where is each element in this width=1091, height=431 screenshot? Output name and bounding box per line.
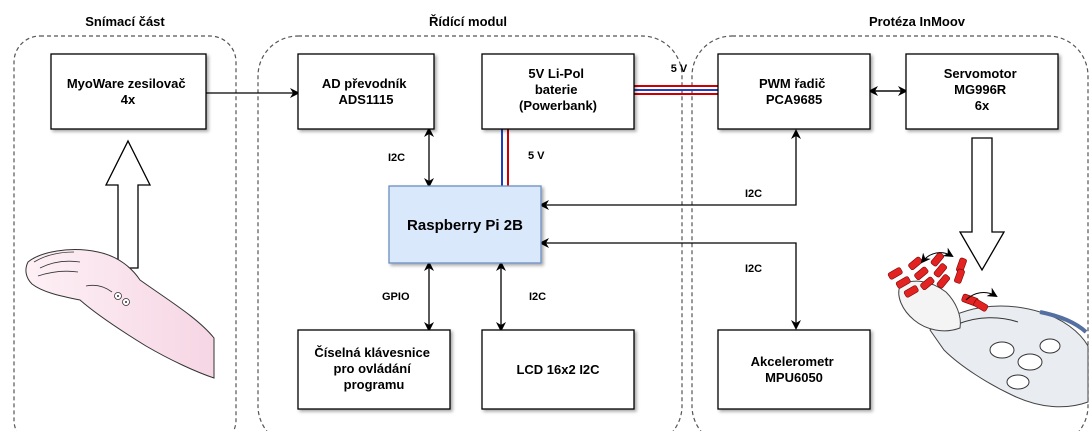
arrow-rpi-accel [539,238,801,330]
block-accel-line1: Akcelerometr [751,354,834,369]
svg-text:Akcelerometr MPU6050: Akcelerometr MPU6050 [751,354,838,385]
block-myoware: MyoWare zesilovač 4x [50,53,207,130]
hollow-arrow-down [958,137,1006,272]
label-i2c-pwm: I2C [745,188,762,200]
block-battery-line2: baterie [535,82,578,97]
block-accel-line2: MPU6050 [765,370,823,385]
svg-text:AD převodník ADS1115: AD převodník ADS1115 [322,76,410,107]
block-rpi: Raspberry Pi 2B [388,185,542,264]
section-title-prosthesis: Protéza InMoov [869,14,966,29]
svg-text:MyoWare zesilovač 4x: MyoWare zesilovač 4x [67,76,189,107]
block-keypad-line2: pro ovládání [334,361,412,376]
block-adc-line1: AD převodník [322,76,407,91]
label-gpio: GPIO [382,291,410,303]
block-rpi-label: Raspberry Pi 2B [407,217,523,234]
finger-icon [887,267,919,298]
finger-icon [908,256,935,291]
arrow-rpi-pwm [539,129,801,210]
block-keypad: Číselná klávesnice pro ovládání programu [297,329,451,410]
block-pwm-line1: PWM řadič [759,76,825,91]
section-sensing: Snímací část [13,14,237,431]
label-i2c-adc: I2C [388,152,405,164]
block-battery-line1: 5V Li-Pol [528,66,584,81]
svg-text:Servomotor MG996R: Servomotor MG996R 6x [944,66,1021,113]
block-servo-line3: 6x [975,98,990,113]
arm-illustration [25,249,215,379]
prosthetic-hand-illustration [887,247,1089,408]
block-battery-line3: (Powerbank) [519,98,597,113]
block-keypad-line3: programu [344,377,405,392]
svg-text:PWM řadič PCA9685: PWM řadič PCA9685 [759,76,829,107]
power-line-battery-rpi [501,129,509,186]
block-adc-line2: ADS1115 [339,92,394,107]
section-title-control: Řídící modul [429,14,507,29]
label-5v-rpi: 5 V [528,150,545,162]
block-myoware-line1: MyoWare zesilovač [67,76,186,91]
block-servo-line1: Servomotor [944,66,1017,81]
finger-icon [954,257,967,284]
block-servo: Servomotor MG996R 6x [905,53,1059,130]
thumb-icon [961,293,989,312]
power-line-battery-pwm [634,85,718,95]
svg-text:Číselná klávesnice pro o: Číselná klávesnice pro ovládání programu [314,345,433,392]
motion-arrow-icon [965,287,998,301]
block-adc: AD převodník ADS1115 [297,53,435,130]
label-i2c-accel: I2C [745,263,762,275]
hollow-arrow-up [104,139,152,269]
block-battery: 5V Li-Pol baterie (Powerbank) [481,53,635,130]
block-lcd-label: LCD 16x2 I2C [516,362,600,377]
block-pwm-line2: PCA9685 [766,92,822,107]
electrode-icon [122,298,130,306]
motion-arrow-icon [920,247,954,264]
block-accel: Akcelerometr MPU6050 [717,329,871,410]
block-lcd: LCD 16x2 I2C [481,329,635,410]
section-control: Řídící modul [257,14,683,431]
svg-text:5V Li-Pol baterie: 5V Li-Pol baterie (Powerbank) [519,66,597,113]
section-title-sensing: Snímací část [85,14,165,29]
label-i2c-lcd: I2C [529,291,546,303]
label-5v-pwm: 5 V [671,63,688,75]
block-pwm: PWM řadič PCA9685 [717,53,871,130]
section-prosthesis: Protéza InMoov [691,14,1089,431]
block-servo-line2: MG996R [954,82,1007,97]
electrode-icon [114,292,122,300]
block-keypad-line1: Číselná klávesnice [314,345,430,360]
block-myoware-line2: 4x [121,92,136,107]
